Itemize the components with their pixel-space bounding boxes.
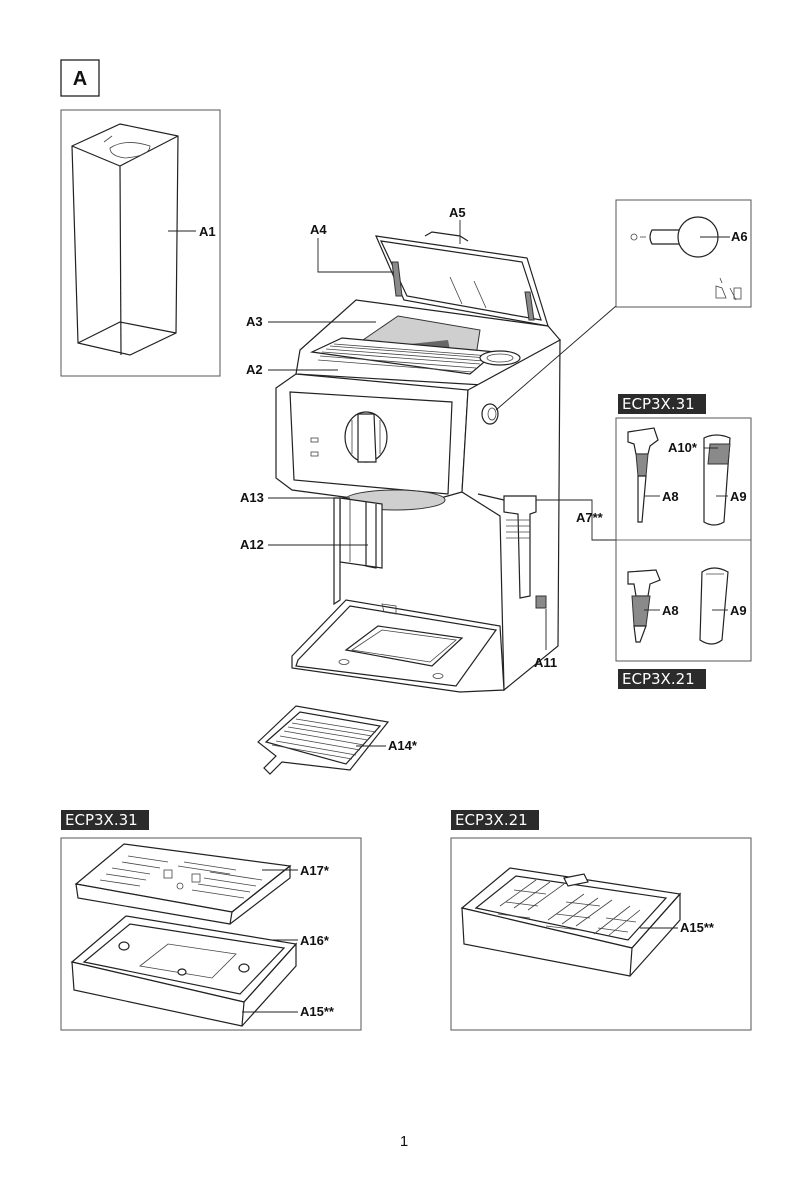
drip-tray-21: A15** xyxy=(451,838,751,1030)
model-31-right: ECP3X.31 xyxy=(622,395,695,413)
label-a6: A6 xyxy=(731,229,748,244)
page-number: 1 xyxy=(400,1133,408,1150)
label-a1: A1 xyxy=(199,224,216,239)
steam-knob-inset: A6 xyxy=(616,200,751,307)
cup-grid-a14: A14* xyxy=(258,706,418,774)
label-a9-top: A9 xyxy=(730,489,747,504)
model-badge-31-right: ECP3X.31 xyxy=(618,394,706,414)
model-21-right: ECP3X.21 xyxy=(622,670,695,688)
label-a9-bottom: A9 xyxy=(730,603,747,618)
section-letter: A xyxy=(73,68,87,90)
model-31-bottom: ECP3X.31 xyxy=(65,811,138,829)
label-a8-top: A8 xyxy=(662,489,679,504)
label-a3: A3 xyxy=(246,314,263,329)
label-a15-right: A15** xyxy=(680,920,715,935)
model-badge-31-bottom: ECP3X.31 xyxy=(61,810,149,830)
label-a5: A5 xyxy=(449,205,466,220)
label-a4: A4 xyxy=(310,222,327,237)
model-badge-21-right: ECP3X.21 xyxy=(618,669,706,689)
model-21-bottom: ECP3X.21 xyxy=(455,811,528,829)
label-a13: A13 xyxy=(240,490,264,505)
label-a12: A12 xyxy=(240,537,264,552)
label-a15-left: A15** xyxy=(300,1004,335,1019)
nozzle-panel: A8 A10* A9 A8 A9 xyxy=(616,418,751,661)
model-badge-21-bottom: ECP3X.21 xyxy=(451,810,539,830)
espresso-machine: A4 A5 A3 A2 A13 A12 A11 A7** xyxy=(240,205,616,692)
label-a10: A10* xyxy=(668,440,698,455)
label-a7: A7** xyxy=(576,510,604,525)
label-a8-bottom: A8 xyxy=(662,603,679,618)
label-a17: A17* xyxy=(300,863,330,878)
label-a2: A2 xyxy=(246,362,263,377)
water-tank-panel: A1 xyxy=(61,110,220,376)
drip-tray-31: A17* A16* A15** xyxy=(61,838,361,1030)
label-a14: A14* xyxy=(388,738,418,753)
section-marker: A xyxy=(61,60,99,96)
label-a16: A16* xyxy=(300,933,330,948)
label-a11: A11 xyxy=(534,655,557,670)
